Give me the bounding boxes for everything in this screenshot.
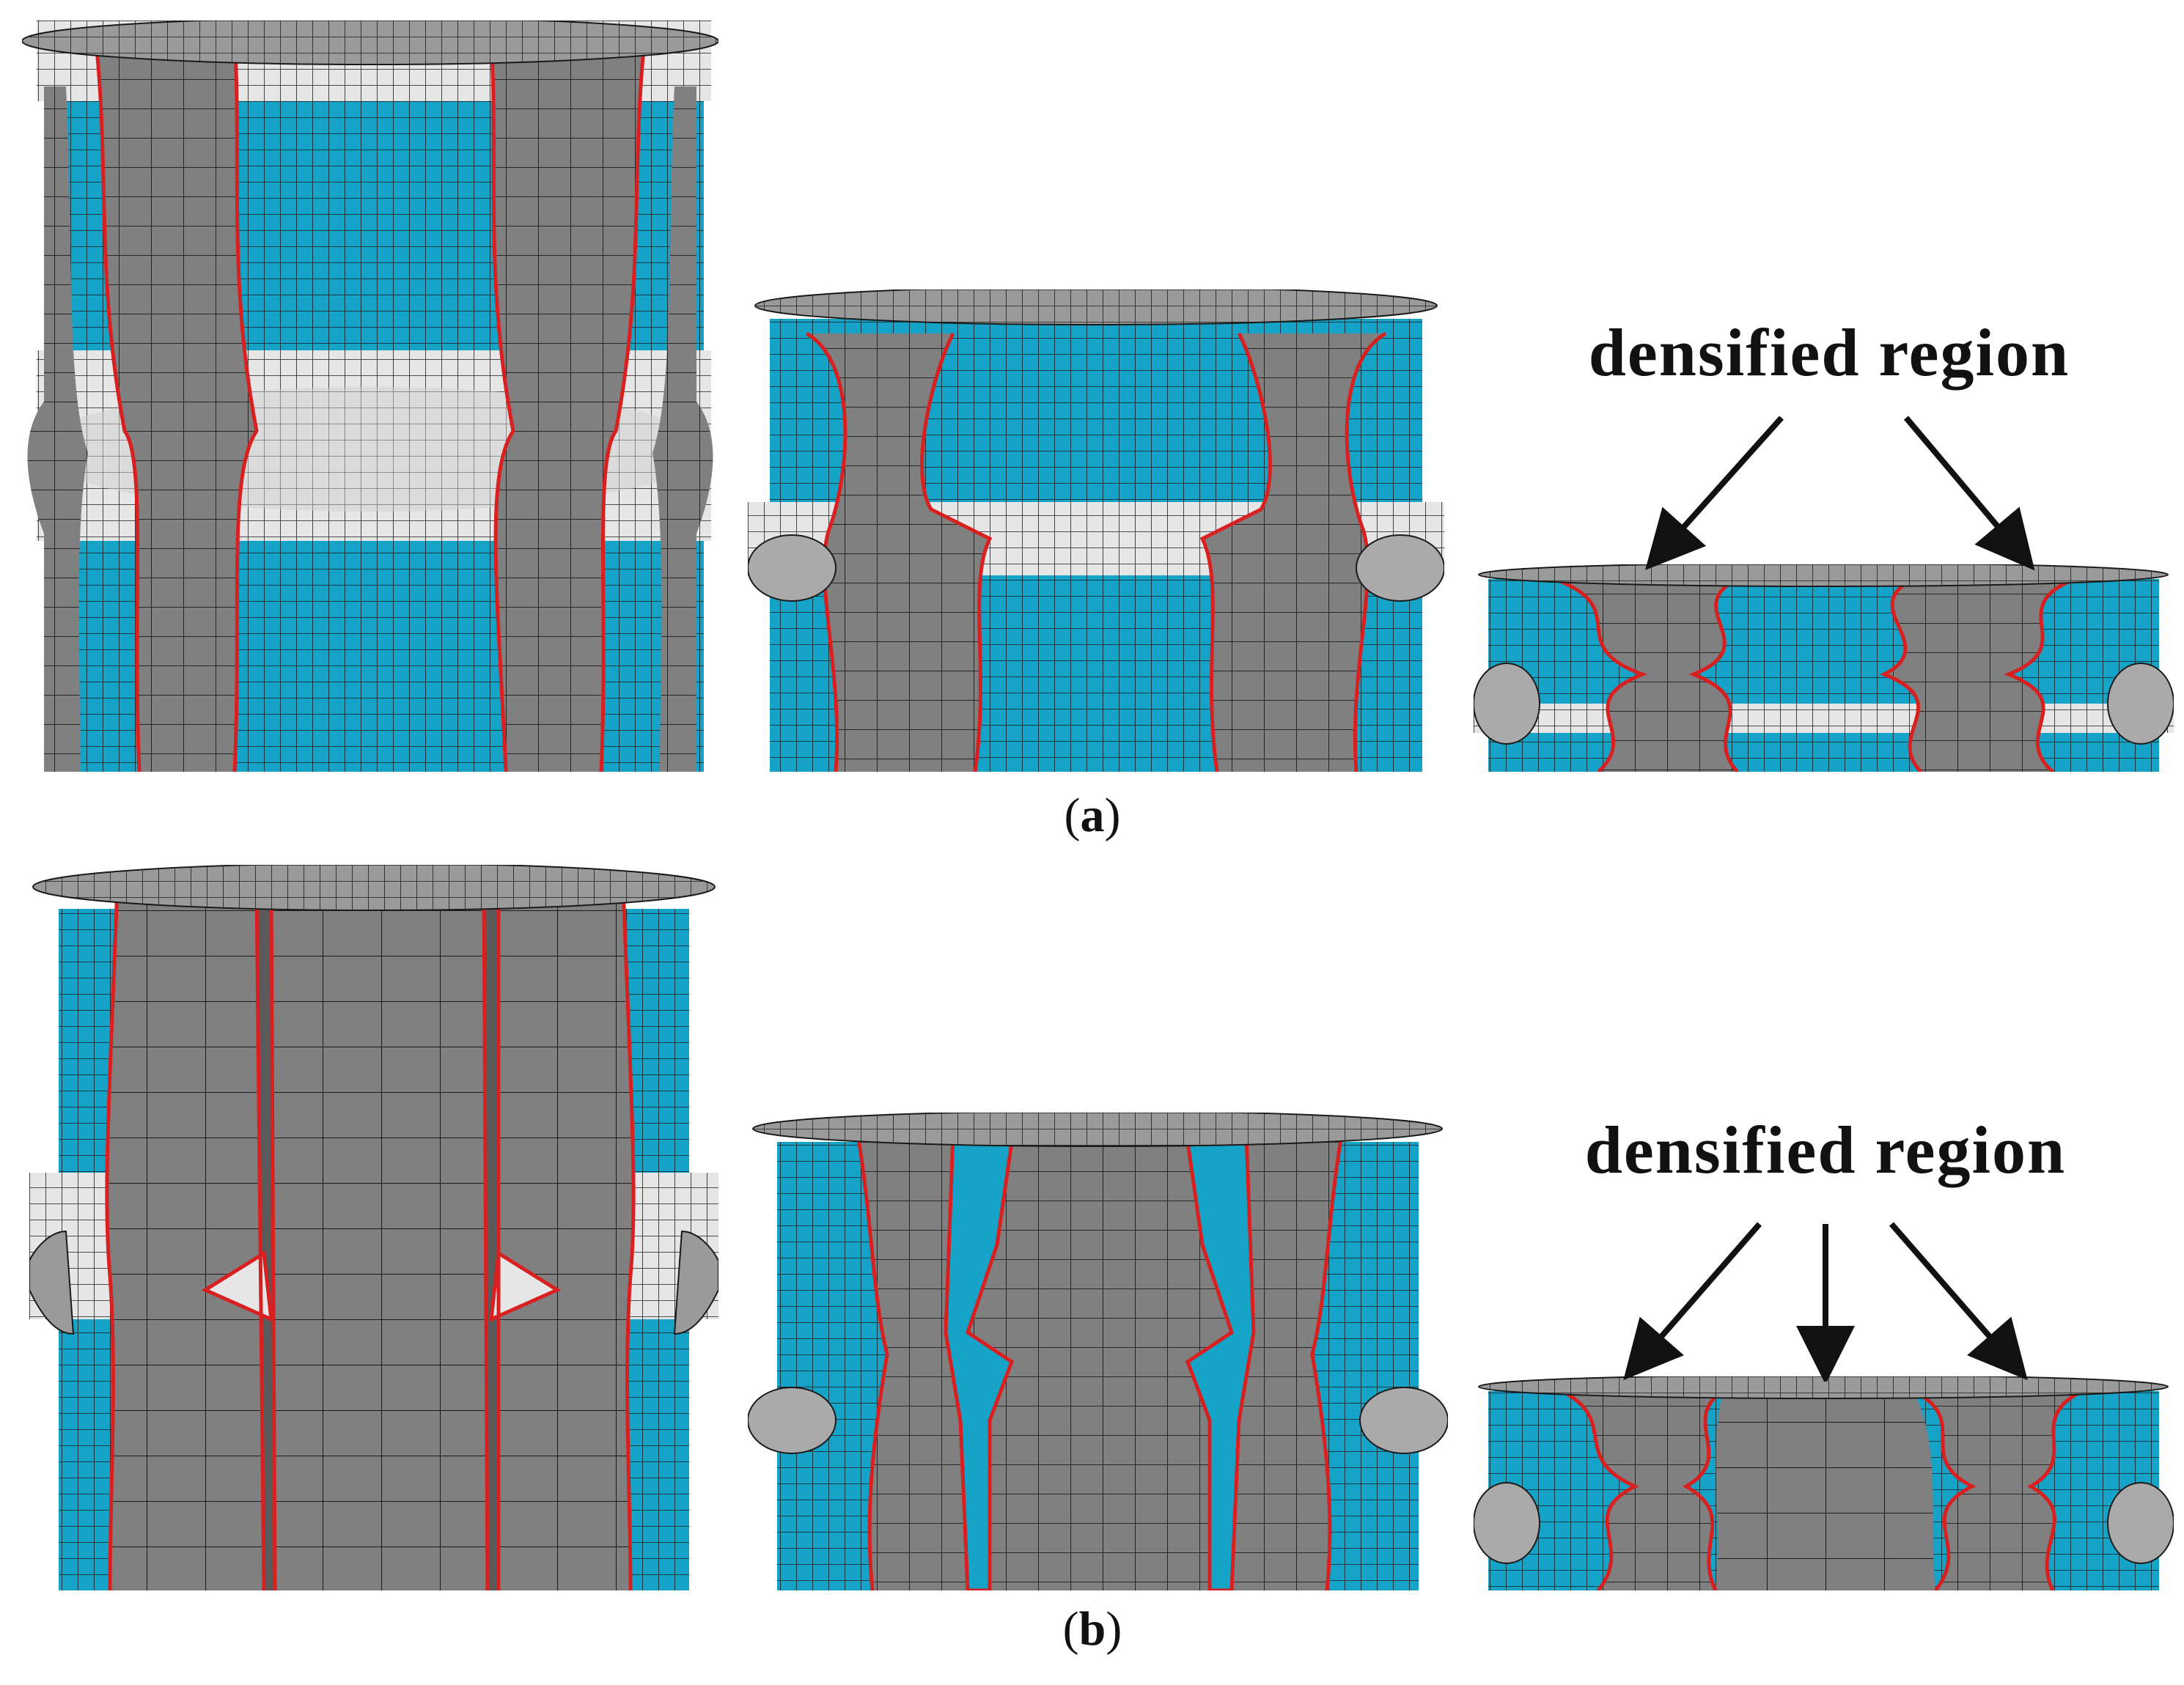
label-a-open: ( — [1064, 789, 1081, 842]
panel-b1-initial-tube — [29, 865, 718, 1590]
arrow-b-right — [1889, 1222, 2028, 1381]
panel-b2-partially-crushed — [748, 1113, 1448, 1590]
annotation-densified-region-b: densified region — [1584, 1113, 2067, 1187]
annotation-densified-region-a: densified region — [1588, 315, 2070, 390]
label-a-letter: a — [1080, 789, 1105, 842]
label-b-close: ) — [1106, 1602, 1122, 1656]
arrow-a-left — [1644, 416, 1784, 570]
panel-a1-initial-tube — [22, 21, 718, 772]
panel-b3-densified — [1474, 1376, 2174, 1590]
label-b-letter: b — [1078, 1602, 1106, 1656]
panel-a3-densified — [1474, 564, 2174, 772]
arrows-b — [1623, 1222, 2028, 1382]
figure-label-b: (b) — [1019, 1601, 1166, 1657]
figure-label-a: (a) — [1019, 788, 1166, 844]
panel-a2-partially-crushed — [748, 290, 1444, 772]
label-a-close: ) — [1104, 789, 1121, 842]
arrows-a — [1644, 416, 2035, 571]
label-b-open: ( — [1062, 1602, 1079, 1656]
arrow-a-right — [1903, 416, 2035, 571]
arrow-b-left — [1623, 1222, 1762, 1381]
